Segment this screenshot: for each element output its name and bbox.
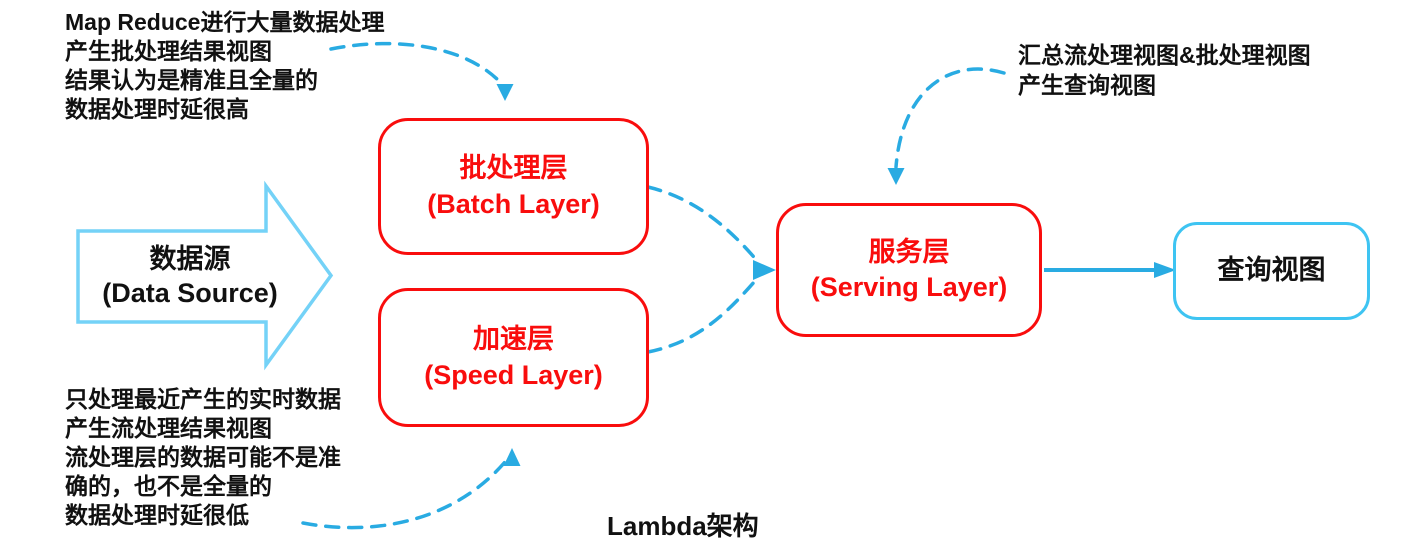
- serving-layer-title: 服务层: [868, 236, 950, 267]
- edge-serving-note-to-serving: [894, 67, 1006, 169]
- speed-note-line: 数据处理时延很低: [65, 502, 249, 528]
- edge-batch-note-to-batch: [329, 41, 501, 83]
- query-view-node: 查询视图: [1173, 222, 1370, 320]
- arrowhead-right-serving: [753, 260, 776, 280]
- serving-note-line: 汇总流处理视图&批处理视图: [1018, 42, 1311, 68]
- batch-layer-note: Map Reduce进行大量数据处理 产生批处理结果视图 结果认为是精准且全量的…: [65, 8, 384, 124]
- edge-speed-note-to-speed: [301, 460, 507, 530]
- batch-note-line: 结果认为是精准且全量的: [65, 67, 318, 93]
- batch-note-line: 数据处理时延很高: [65, 96, 249, 122]
- speed-note-line: 产生流处理结果视图: [65, 415, 272, 441]
- batch-layer-subtitle: (Batch Layer): [427, 188, 600, 219]
- speed-note-line: 确的，也不是全量的: [65, 473, 272, 499]
- data-source-node: 数据源 (Data Source): [78, 231, 302, 322]
- batch-note-line: Map Reduce进行大量数据处理: [65, 9, 385, 35]
- arrowhead-up-speed: [503, 448, 521, 466]
- edge-speed-to-serving: [646, 279, 757, 354]
- batch-note-line: 产生批处理结果视图: [65, 38, 272, 64]
- query-view-title: 查询视图: [1217, 255, 1326, 286]
- data-source-block-arrow: [76, 180, 334, 371]
- arrowhead-down-serving: [887, 168, 905, 185]
- serving-note-line: 产生查询视图: [1018, 72, 1156, 98]
- speed-note-line: 流处理层的数据可能不是准: [65, 444, 341, 470]
- speed-layer-title: 加速层: [473, 324, 554, 355]
- speed-layer-node: 加速层 (Speed Layer): [378, 288, 649, 427]
- batch-layer-node: 批处理层 (Batch Layer): [378, 118, 649, 255]
- edge-batch-to-serving: [646, 185, 761, 265]
- data-source-title: 数据源: [149, 243, 231, 274]
- speed-layer-subtitle: (Speed Layer): [424, 359, 603, 390]
- arrowhead-right-query: [1154, 262, 1176, 278]
- speed-layer-note: 只处理最近产生的实时数据 产生流处理结果视图 流处理层的数据可能不是准 确的，也…: [65, 385, 341, 530]
- serving-layer-subtitle: (Serving Layer): [810, 272, 1008, 302]
- serving-layer-node: 服务层 (Serving Layer): [776, 203, 1042, 337]
- speed-note-line: 只处理最近产生的实时数据: [65, 386, 341, 412]
- batch-layer-title: 批处理层: [459, 153, 568, 184]
- arrowhead-down-batch: [496, 84, 514, 101]
- serving-layer-note: 汇总流处理视图&批处理视图 产生查询视图: [1018, 40, 1311, 100]
- data-source-subtitle: (Data Source): [102, 277, 278, 308]
- diagram-caption: Lambda架构: [607, 511, 759, 541]
